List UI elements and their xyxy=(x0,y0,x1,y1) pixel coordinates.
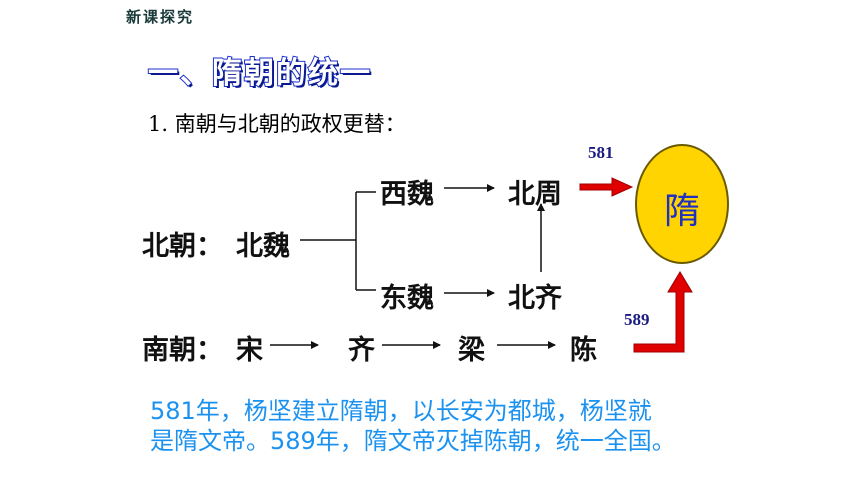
node-liang: 梁 xyxy=(458,335,485,366)
node-song: 宋 xyxy=(236,335,263,366)
section-title: 一、隋朝的统一 xyxy=(147,55,372,92)
node-beiqi: 北齐 xyxy=(508,283,562,314)
node-chen: 陈 xyxy=(570,335,597,366)
node-dongwei: 东魏 xyxy=(380,283,434,314)
node-xiwei: 西魏 xyxy=(380,179,434,210)
red-arrow-581 xyxy=(579,177,634,197)
node-beizhou: 北周 xyxy=(508,179,562,210)
summary-line-2: 是隋文帝。589年，隋文帝灭掉陈朝，统一全国。 xyxy=(150,427,676,455)
south-label: 南朝： xyxy=(142,335,223,366)
node-beiwei: 北魏 xyxy=(236,231,290,262)
summary-line-1: 581年，杨坚建立隋朝，以长安为都城，杨坚就 xyxy=(150,397,652,425)
sui-label: 隋 xyxy=(663,191,700,232)
node-qi-south: 齐 xyxy=(348,335,375,366)
sui-circle xyxy=(635,144,729,264)
summary-text: 581年，杨坚建立隋朝，以长安为都城，杨坚就 是隋文帝。589年，隋文帝灭掉陈朝… xyxy=(150,396,750,456)
subtitle: 1. 南朝与北朝的政权更替： xyxy=(148,112,406,136)
year-589: 589 xyxy=(624,310,650,329)
north-label: 北朝： xyxy=(142,231,223,262)
year-581: 581 xyxy=(588,143,614,162)
header-label: 新课探究 xyxy=(126,8,195,26)
red-arrow-589 xyxy=(633,271,693,353)
